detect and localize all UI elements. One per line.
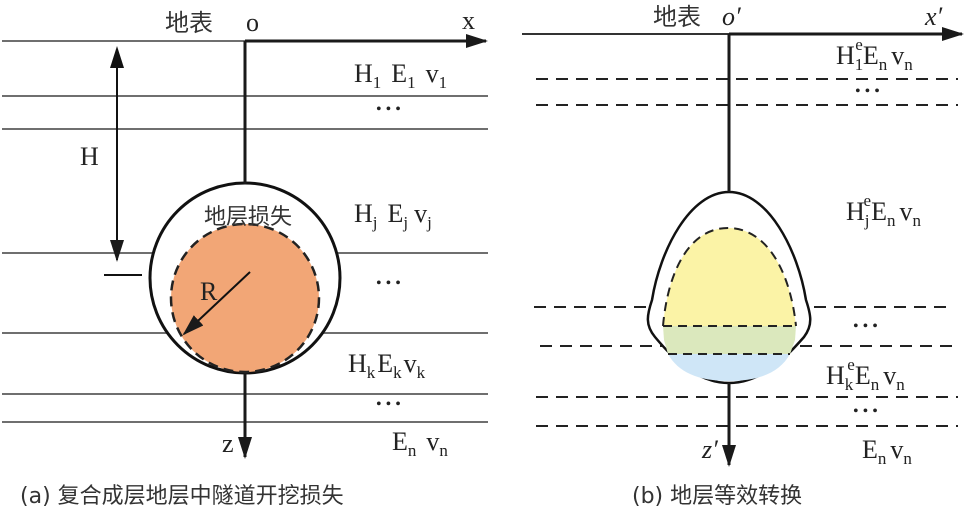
ellipsis: • • • [855, 83, 880, 100]
z-prime-label: z′ [701, 435, 718, 464]
tunnel-circle [169, 222, 321, 374]
x-axis-label: x [462, 6, 475, 35]
origin-label: o [246, 8, 259, 37]
depth-label: H [80, 142, 99, 171]
ellipsis: • • • [853, 403, 878, 420]
caption-b: (b) 地层等效转换 [632, 484, 802, 509]
radius-label: R [200, 277, 218, 306]
loss-label: 地层损失 [204, 205, 292, 230]
z-axis-label: z [222, 429, 234, 458]
ellipsis: • • • [376, 396, 401, 413]
ellipsis: • • • [376, 101, 401, 118]
equivalent-tunnel-outline [662, 226, 797, 355]
layer-k-label: HkEkvk [348, 349, 426, 382]
x-prime-label: x′ [924, 2, 943, 31]
equivalent-stratum-lines [534, 78, 958, 427]
surface-label: 地表 [165, 9, 213, 37]
origin-prime-label: o′ [722, 2, 741, 31]
equivalent-tunnel-yellow [663, 228, 796, 326]
ellipsis: • • • [376, 275, 401, 292]
equivalent-tunnel-green [663, 326, 796, 354]
depth-arrow-head [110, 46, 124, 68]
ellipsis: • • • [853, 318, 878, 335]
surface-label-b: 地表 [653, 3, 701, 31]
equivalent-tunnel-blue [668, 354, 790, 381]
caption-a: (a) 复合成层地层中隧道开挖损失 [20, 484, 344, 509]
radius-arrow [182, 271, 251, 336]
